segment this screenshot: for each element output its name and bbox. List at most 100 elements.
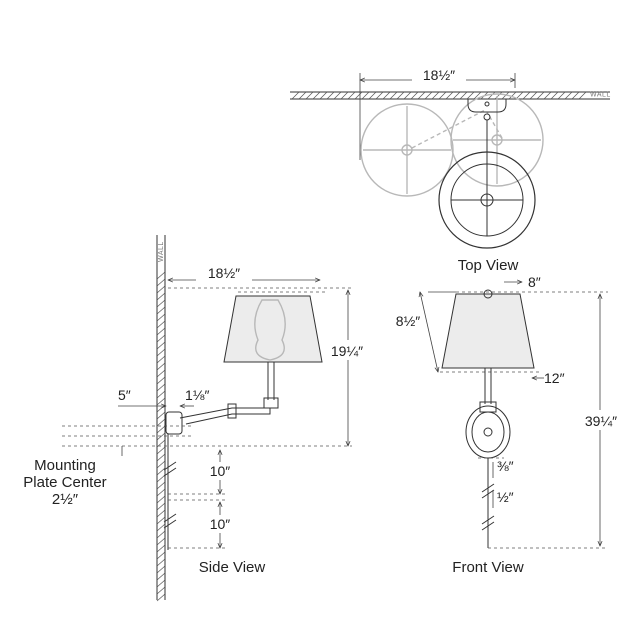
wall-hatch-line bbox=[156, 369, 166, 378]
wall-hatch-line bbox=[410, 91, 419, 100]
wall-hatch-line bbox=[156, 355, 166, 364]
wall-hatch-line bbox=[156, 376, 166, 385]
wall-hatch-line bbox=[368, 91, 377, 100]
wall-hatch-line bbox=[156, 558, 166, 567]
front-shade-height-label: 8½″ bbox=[396, 313, 420, 329]
wall-hatch-line bbox=[156, 432, 166, 441]
wall-hatch-line bbox=[156, 579, 166, 588]
wall-hatch-line bbox=[156, 397, 166, 406]
wall-hatch-line bbox=[156, 348, 166, 357]
mount-label-line1: Mounting bbox=[34, 457, 96, 474]
wall-hatch-line bbox=[389, 91, 398, 100]
wall-hatch-line bbox=[326, 91, 335, 100]
top-wall-label: WALL bbox=[590, 92, 611, 99]
front-top-dimension: 8″ bbox=[456, 274, 608, 293]
wall-hatch-line bbox=[156, 474, 166, 483]
wall-hatch-line bbox=[298, 91, 307, 100]
wall-hatch-line bbox=[501, 91, 510, 100]
wall-hatch-line bbox=[156, 306, 166, 315]
wall-hatch-line bbox=[156, 495, 166, 504]
wall-hatch-line bbox=[156, 572, 166, 581]
wall-hatch-line bbox=[333, 91, 342, 100]
wall-hatch-line bbox=[431, 91, 440, 100]
wall-hatch-line bbox=[515, 91, 524, 100]
side-view-title: Side View bbox=[199, 559, 266, 576]
top-shade-active bbox=[438, 120, 536, 249]
wall-hatch-line bbox=[156, 390, 166, 399]
wall-hatch-line bbox=[361, 91, 370, 100]
wall-hatch-line bbox=[156, 425, 166, 434]
side-extension-label: 5″ bbox=[118, 387, 131, 403]
wall-hatch-line bbox=[156, 537, 166, 546]
mount-dim-label: 2½″ bbox=[52, 491, 79, 508]
wall-hatch-line bbox=[452, 91, 461, 100]
wall-hatch-line bbox=[156, 593, 166, 602]
side-cord-dims: 10″ 10″ bbox=[163, 434, 236, 550]
front-cord-dims: ⅜″ ½″ bbox=[478, 457, 514, 508]
wall-hatch-line bbox=[291, 91, 300, 100]
side-width-dimension: 18½″ bbox=[168, 263, 352, 289]
wall-hatch-line bbox=[459, 91, 468, 100]
wall-hatch-line bbox=[156, 453, 166, 462]
wall-hatch-line bbox=[156, 523, 166, 532]
side-width-label: 18½″ bbox=[208, 265, 240, 281]
front-shade bbox=[441, 289, 535, 369]
wall-hatch-line bbox=[156, 411, 166, 420]
wall-hatch-line bbox=[536, 91, 545, 100]
top-ghost-shade-left bbox=[360, 103, 486, 197]
top-view-title: Top View bbox=[458, 257, 519, 274]
wall-hatch-line bbox=[156, 551, 166, 560]
wall-hatch-line bbox=[156, 313, 166, 322]
side-wall-label: WALL bbox=[158, 241, 165, 262]
wall-hatch-line bbox=[375, 91, 384, 100]
side-shade bbox=[223, 291, 328, 363]
front-cord-dim-2: ½″ bbox=[497, 489, 514, 505]
wall-hatch-line bbox=[347, 91, 356, 100]
wall-hatch-line bbox=[156, 509, 166, 518]
side-extension-dims: 5″ 1⅛″ bbox=[62, 387, 209, 456]
wall-hatch-line bbox=[156, 502, 166, 511]
side-height-label: 19¼″ bbox=[331, 343, 363, 359]
top-view: WALL 18½″ bbox=[290, 66, 611, 274]
wall-hatch-line bbox=[466, 91, 475, 100]
wall-hatch-line bbox=[550, 91, 559, 100]
front-shade-height: 8½″ bbox=[396, 292, 456, 372]
wall-hatch-line bbox=[156, 362, 166, 371]
front-overall-height: 39¼″ bbox=[488, 294, 622, 549]
wall-hatch-line bbox=[487, 91, 496, 100]
wall-hatch-line bbox=[156, 544, 166, 553]
wall-hatch-line bbox=[156, 334, 166, 343]
wall-hatch-line bbox=[578, 91, 587, 100]
wall-hatch-line bbox=[522, 91, 531, 100]
wall-hatch-line bbox=[156, 467, 166, 476]
wall-hatch-line bbox=[403, 91, 412, 100]
wall-hatch-line bbox=[156, 586, 166, 595]
wall-hatch-line bbox=[156, 418, 166, 427]
mount-label-line2: Plate Center bbox=[23, 474, 106, 491]
front-cord-dim-1: ⅜″ bbox=[497, 458, 514, 474]
front-bottom-dimension: 12″ bbox=[440, 370, 565, 386]
wall-hatch-line bbox=[156, 481, 166, 490]
top-mount-plate bbox=[467, 99, 507, 121]
side-mounting-label: Mounting Plate Center 2½″ bbox=[23, 457, 106, 508]
side-height-dimension: 19¼″ bbox=[62, 290, 368, 446]
top-width-label: 18½″ bbox=[423, 67, 455, 83]
top-ghost-shade-right bbox=[450, 93, 544, 187]
wall-hatch-line bbox=[494, 91, 503, 100]
wall-hatch-line bbox=[473, 91, 482, 100]
wall-hatch-line bbox=[354, 91, 363, 100]
wall-hatch-line bbox=[424, 91, 433, 100]
side-lower-dim-2: 10″ bbox=[210, 516, 231, 532]
wall-hatch-line bbox=[312, 91, 321, 100]
wall-hatch-line bbox=[564, 91, 573, 100]
wall-hatch-line bbox=[156, 530, 166, 539]
front-view-title: Front View bbox=[452, 559, 524, 576]
wall-hatch-line bbox=[156, 460, 166, 469]
wall-hatch-line bbox=[543, 91, 552, 100]
wall-hatch-line bbox=[557, 91, 566, 100]
front-top-label: 8″ bbox=[528, 274, 541, 290]
wall-hatch-line bbox=[319, 91, 328, 100]
wall-hatch-line bbox=[571, 91, 580, 100]
wall-hatch-line bbox=[340, 91, 349, 100]
